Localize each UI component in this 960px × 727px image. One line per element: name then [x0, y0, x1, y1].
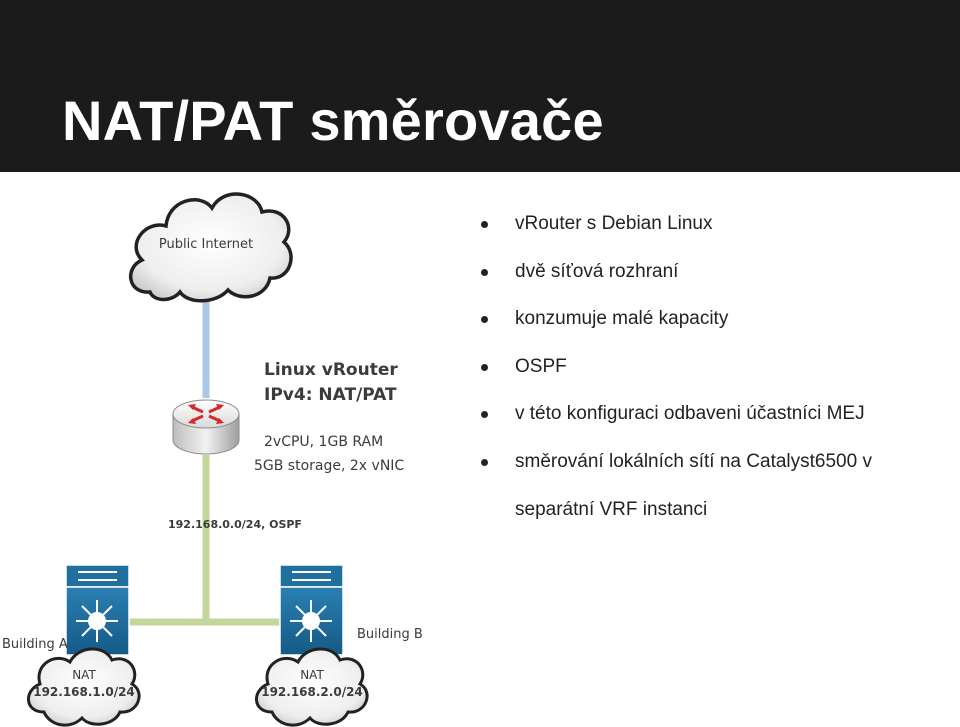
bullet-item: vRouter s Debian Linux [480, 212, 950, 236]
internet-label: Public Internet [159, 237, 253, 252]
bullet-text: konzumuje malé kapacity [515, 308, 729, 329]
bullet-text: vRouter s Debian Linux [515, 213, 713, 234]
bullet-list: vRouter s Debian Linux dvě síťová rozhra… [480, 212, 950, 557]
building-b-label: Building B [357, 627, 423, 642]
router-title-1: Linux vRouter [264, 360, 398, 380]
router-title-2: IPv4: NAT/PAT [264, 385, 397, 405]
nat-b-net: 192.168.2.0/24 [261, 685, 363, 699]
bullet-text: OSPF [515, 355, 567, 377]
network-diagram: Public Internet Linux vRouter IPv4: NAT/… [2, 192, 423, 727]
bullet-text: dvě síťová rozhraní [515, 260, 679, 282]
bullet-text: v této konfiguraci odbaveni účastníci ME… [515, 403, 865, 424]
switch-b-icon [279, 564, 344, 656]
switch-a-icon [65, 564, 130, 656]
bullet-dot-icon [481, 458, 488, 466]
router-spec-1: 2vCPU, 1GB RAM [264, 434, 383, 450]
nat-b-title: NAT [300, 668, 324, 682]
slide-title: NAT/PAT směrovače [62, 89, 604, 152]
public-internet-cloud-icon [128, 192, 293, 303]
bullet-dot-icon [481, 221, 488, 228]
nat-a-title: NAT [72, 668, 96, 682]
title-bar: NAT/PAT směrovače [0, 0, 960, 172]
bullet-item: konzumuje malé kapacity [480, 307, 950, 331]
bullet-item: směrování lokálních sítí na Catalyst6500… [480, 438, 950, 534]
bullet-dot-icon [481, 411, 488, 418]
bullet-item: OSPF [480, 355, 950, 379]
building-a-label: Building A [2, 637, 68, 652]
bullet-dot-icon [481, 268, 488, 276]
bullet-dot-icon [481, 316, 488, 323]
bullet-dot-icon [481, 363, 488, 371]
nat-a-net: 192.168.1.0/24 [33, 685, 135, 699]
nat-cloud-a-icon [27, 647, 141, 727]
nat-cloud-b-icon [255, 647, 369, 727]
router-spec-2: 5GB storage, 2x vNIC [254, 458, 404, 474]
bullet-item: v této konfiguraci odbaveni účastníci ME… [480, 402, 950, 426]
bullet-text: směrování lokálních sítí na Catalyst6500… [515, 450, 872, 520]
bullet-item: dvě síťová rozhraní [480, 260, 950, 284]
router-icon [172, 399, 240, 455]
link-label: 192.168.0.0/24, OSPF [168, 518, 302, 531]
